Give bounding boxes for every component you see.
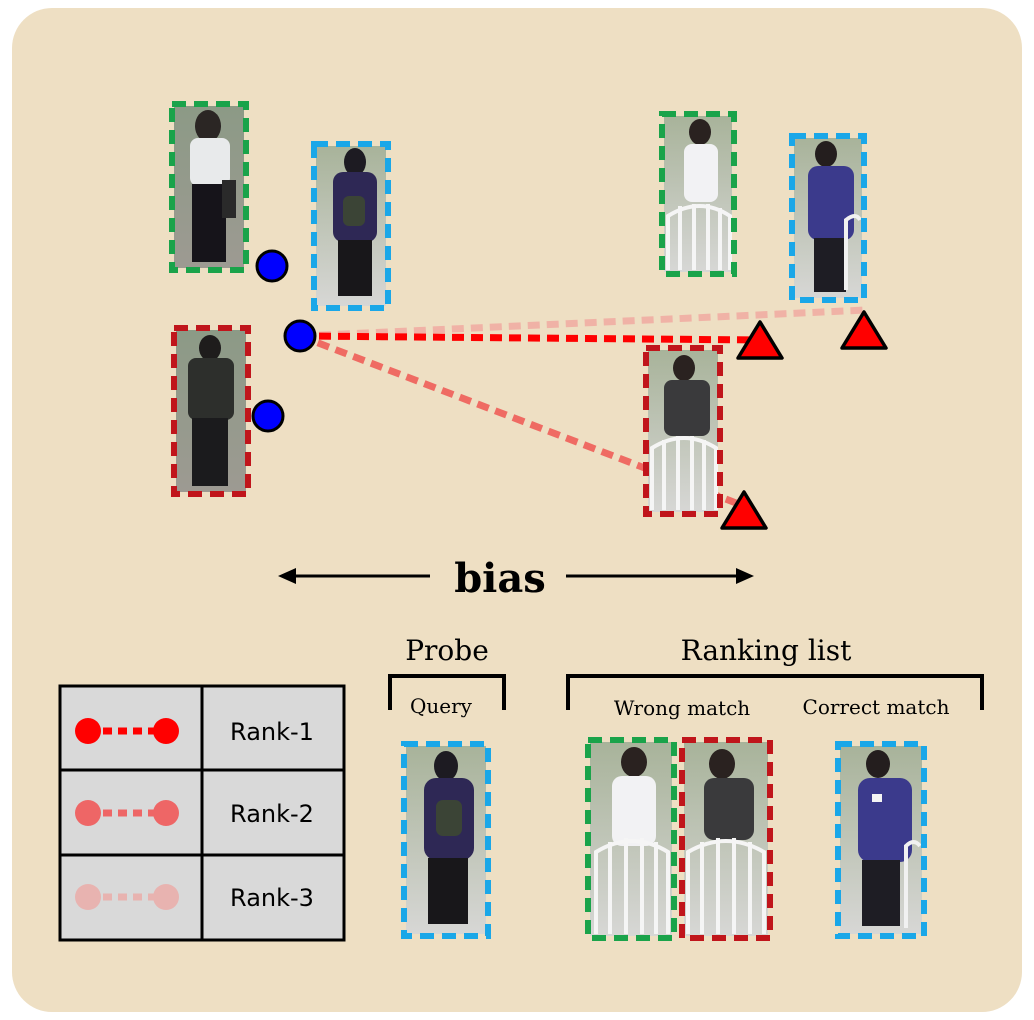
legend-rank-2-swatch	[75, 800, 179, 826]
wrong-match-green-frame	[585, 737, 677, 941]
legend-rank-2-label: Rank-2	[230, 800, 314, 828]
rank-2-distance-line	[298, 332, 746, 510]
correct-match-blue-frame	[835, 741, 927, 939]
legend-rank-1-label: Rank-1	[230, 718, 314, 746]
gallery-person-thumbnail	[664, 116, 732, 272]
probe-feature-point	[251, 399, 285, 433]
wrong-match-label: Wrong match	[614, 696, 750, 720]
wrong-match-red-frame	[679, 737, 773, 941]
gallery-person-thumbnail	[794, 138, 862, 298]
rank-1-distance-line	[299, 332, 761, 344]
ranking-list-bracket	[566, 674, 984, 710]
gallery-person-thumbnail	[176, 330, 246, 492]
gallery-feature-point	[840, 310, 888, 350]
gallery-feature-point	[720, 490, 768, 530]
query-blue-dashed-frame	[401, 741, 491, 939]
red-dashed-frame	[643, 345, 723, 517]
bias-arrow	[278, 568, 754, 584]
correct-match-person-thumbnail	[840, 746, 922, 934]
query-person-thumbnail	[406, 746, 486, 934]
wrong-match-person-thumbnail	[684, 742, 768, 936]
legend-rank-3-swatch	[75, 884, 179, 910]
gallery-feature-point	[736, 320, 784, 360]
green-dashed-frame	[169, 101, 249, 273]
gallery-person-thumbnail	[174, 106, 244, 268]
legend-rank-3-label: Rank-3	[230, 884, 314, 912]
gallery-person-thumbnail	[648, 350, 718, 512]
gallery-person-thumbnail	[316, 146, 386, 306]
query-label: Query	[410, 694, 473, 718]
correct-match-label: Correct match	[803, 695, 950, 719]
probe-heading: Probe	[405, 634, 489, 667]
green-dashed-frame	[659, 111, 737, 277]
probe-feature-point	[283, 319, 317, 353]
bias-label: bias	[454, 555, 546, 602]
blue-dashed-frame	[789, 133, 867, 303]
wrong-match-person-thumbnail	[590, 742, 672, 936]
red-dashed-frame	[171, 325, 251, 497]
probe-feature-point	[255, 249, 289, 283]
ranking-list-heading: Ranking list	[681, 634, 853, 667]
blue-dashed-frame	[311, 141, 391, 311]
rank-3-distance-line	[299, 306, 867, 340]
legend-rank-1-swatch	[75, 718, 179, 744]
probe-bracket	[388, 674, 506, 710]
